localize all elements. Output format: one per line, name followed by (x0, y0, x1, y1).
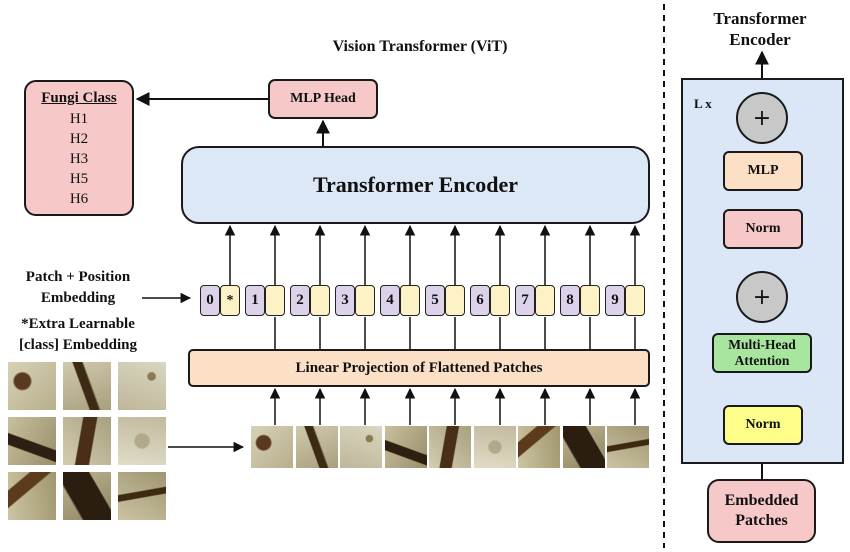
flattened-patch-tile (518, 426, 560, 468)
patch-embedding-6 (490, 285, 510, 316)
class-token-embedding: * (220, 285, 240, 316)
flattened-patch-tile (473, 426, 516, 468)
token-position-3: 3 (335, 285, 355, 316)
token-position-2: 2 (290, 285, 310, 316)
transformer-encoder-box: Transformer Encoder (181, 146, 650, 224)
flattened-patch-tile (340, 426, 382, 468)
fungi-class-item: H5 (69, 171, 89, 187)
micrograph-tile (63, 472, 111, 520)
flattened-patch-tile (562, 426, 605, 468)
flattened-patch-tile (607, 426, 649, 468)
embedded-patches-box: Embedded Patches (707, 479, 816, 543)
flattened-patch-tile (384, 426, 427, 468)
vit-title: Vision Transformer (ViT) (332, 38, 508, 55)
projection-lines (274, 317, 636, 349)
token-position-5: 5 (425, 285, 445, 316)
multi-head-attention-box: Multi-Head Attention (712, 333, 812, 373)
patch-embedding-1 (265, 285, 285, 316)
token-position-9: 9 (605, 285, 625, 316)
extra-class-embedding-label: *Extra Learnable [class] Embedding (8, 314, 148, 356)
micrograph-tile (118, 472, 166, 520)
fungi-class-item: H6 (69, 191, 89, 207)
patch-embedding-2 (310, 285, 330, 316)
patch-embedding-4 (400, 285, 420, 316)
patch-embedding-9 (625, 285, 645, 316)
patch-embedding-5 (445, 285, 465, 316)
micrograph-tile (118, 362, 166, 410)
token-position-1: 1 (245, 285, 265, 316)
token-position-4: 4 (380, 285, 400, 316)
fungi-class-title: Fungi Class (41, 90, 117, 106)
add-circle-bottom: + (736, 271, 788, 323)
fungi-class-box: Fungi Class H1 H2 H3 H5 H6 (24, 80, 134, 216)
mha-line1: Multi-Head (728, 337, 796, 352)
token-position-7: 7 (515, 285, 535, 316)
micrograph-tile (63, 362, 111, 410)
extra-label-line2: [class] Embedding (19, 337, 137, 353)
patch-position-label: Patch + Position Embedding (8, 267, 148, 309)
repeat-label: L x (694, 96, 712, 111)
encoder-title-line2: Encoder (729, 30, 791, 49)
patch-arrows (269, 387, 641, 425)
encoder-mlp-box: MLP (723, 151, 803, 191)
micrograph-tile (8, 472, 56, 520)
mha-line2: Attention (734, 353, 790, 368)
embedded-line1: Embedded (724, 492, 799, 509)
fungi-class-item: H3 (69, 151, 89, 167)
micrograph-tile (8, 362, 56, 410)
flattened-patch-tile (251, 426, 293, 468)
encoder-norm-top-box: Norm (723, 209, 803, 249)
extra-label-line1: *Extra Learnable (21, 316, 135, 332)
encoder-title: Transformer Encoder (685, 8, 835, 50)
patch-embedding-7 (535, 285, 555, 316)
micrograph-tile (63, 417, 111, 465)
token-arrows (224, 224, 641, 285)
mlp-head-box: MLP Head (268, 79, 378, 119)
patch-embedding-8 (580, 285, 600, 316)
fungi-class-item: H2 (69, 131, 89, 147)
fungi-class-item: H1 (69, 111, 89, 127)
micrograph-tile (118, 417, 166, 465)
flattened-patch-tile (295, 426, 338, 468)
token-position-0: 0 (200, 285, 220, 316)
micrograph-tile (8, 417, 56, 465)
embedded-line2: Patches (735, 512, 788, 529)
patch-position-line1: Patch + Position (25, 269, 131, 285)
token-position-6: 6 (470, 285, 490, 316)
add-circle-top: + (736, 92, 788, 144)
token-position-8: 8 (560, 285, 580, 316)
encoder-norm-bottom-box: Norm (723, 405, 803, 445)
encoder-title-line1: Transformer (713, 9, 807, 28)
flattened-patch-tile (429, 426, 471, 468)
linear-projection-box: Linear Projection of Flattened Patches (188, 349, 650, 387)
patch-embedding-3 (355, 285, 375, 316)
patch-position-line2: Embedding (40, 290, 116, 306)
